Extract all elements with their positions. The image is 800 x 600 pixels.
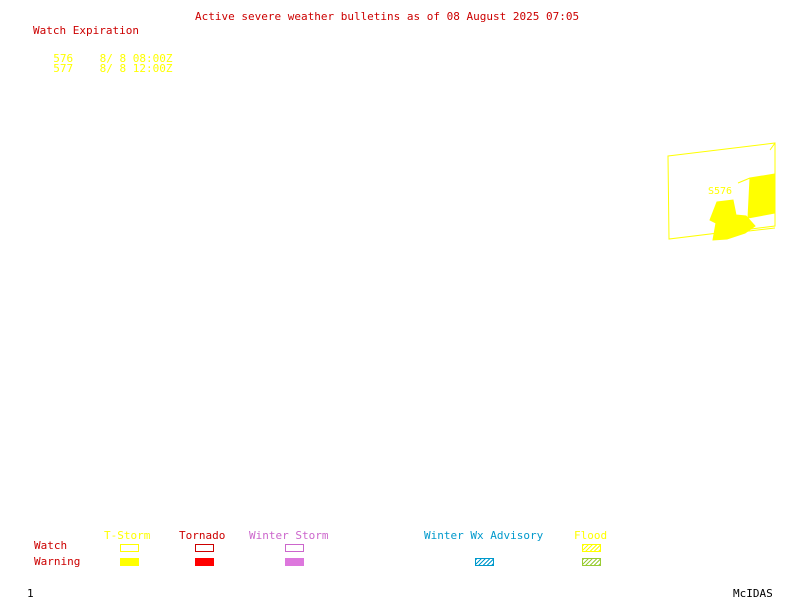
bulletin-title: Active severe weather bulletins as of 08… [195, 10, 580, 23]
legend-watch-row-label: Watch [34, 539, 68, 552]
legend-flood-label: Flood [574, 529, 608, 542]
flood-watch-swatch [582, 544, 601, 552]
tstorm-warning-area [709, 199, 756, 241]
mcidas-label: McIDAS [733, 587, 773, 600]
watch-label: S576 [708, 186, 732, 197]
tornado-watch-swatch [195, 544, 214, 552]
legend-tornado-label: Tornado [179, 529, 226, 542]
winter-storm-warning-swatch [285, 558, 304, 566]
watch-expires: 8/ 8 12:00Z [99, 62, 173, 75]
watch-outline [667, 142, 776, 240]
watch-row: 576 8/ 8 08:00Z [40, 41, 172, 65]
county-line [737, 177, 751, 184]
tstorm-warning-swatch [120, 558, 139, 566]
county-line [769, 142, 776, 151]
watch-expiration-heading: Watch Expiration [33, 24, 139, 37]
legend-warning-row-label: Warning [34, 555, 81, 568]
winter-storm-watch-swatch [285, 544, 304, 552]
frame-number: 1 [27, 587, 34, 600]
watch-expires: 8/ 8 08:00Z [99, 52, 173, 65]
legend-winter-storm-label: Winter Storm [249, 529, 329, 542]
tornado-warning-swatch [195, 558, 214, 566]
watch-id: 576 [53, 52, 74, 65]
tstorm-warning-area [747, 173, 776, 219]
legend-winter-advisory-label: Winter Wx Advisory [424, 529, 544, 542]
legend-tstorm-label: T-Storm [104, 529, 151, 542]
watch-row: 577 8/ 8 12:00Z [40, 51, 172, 75]
winter-advisory-swatch [475, 558, 494, 566]
flood-warning-swatch [582, 558, 601, 566]
watch-id: 577 [53, 62, 74, 75]
tstorm-watch-swatch [120, 544, 139, 552]
